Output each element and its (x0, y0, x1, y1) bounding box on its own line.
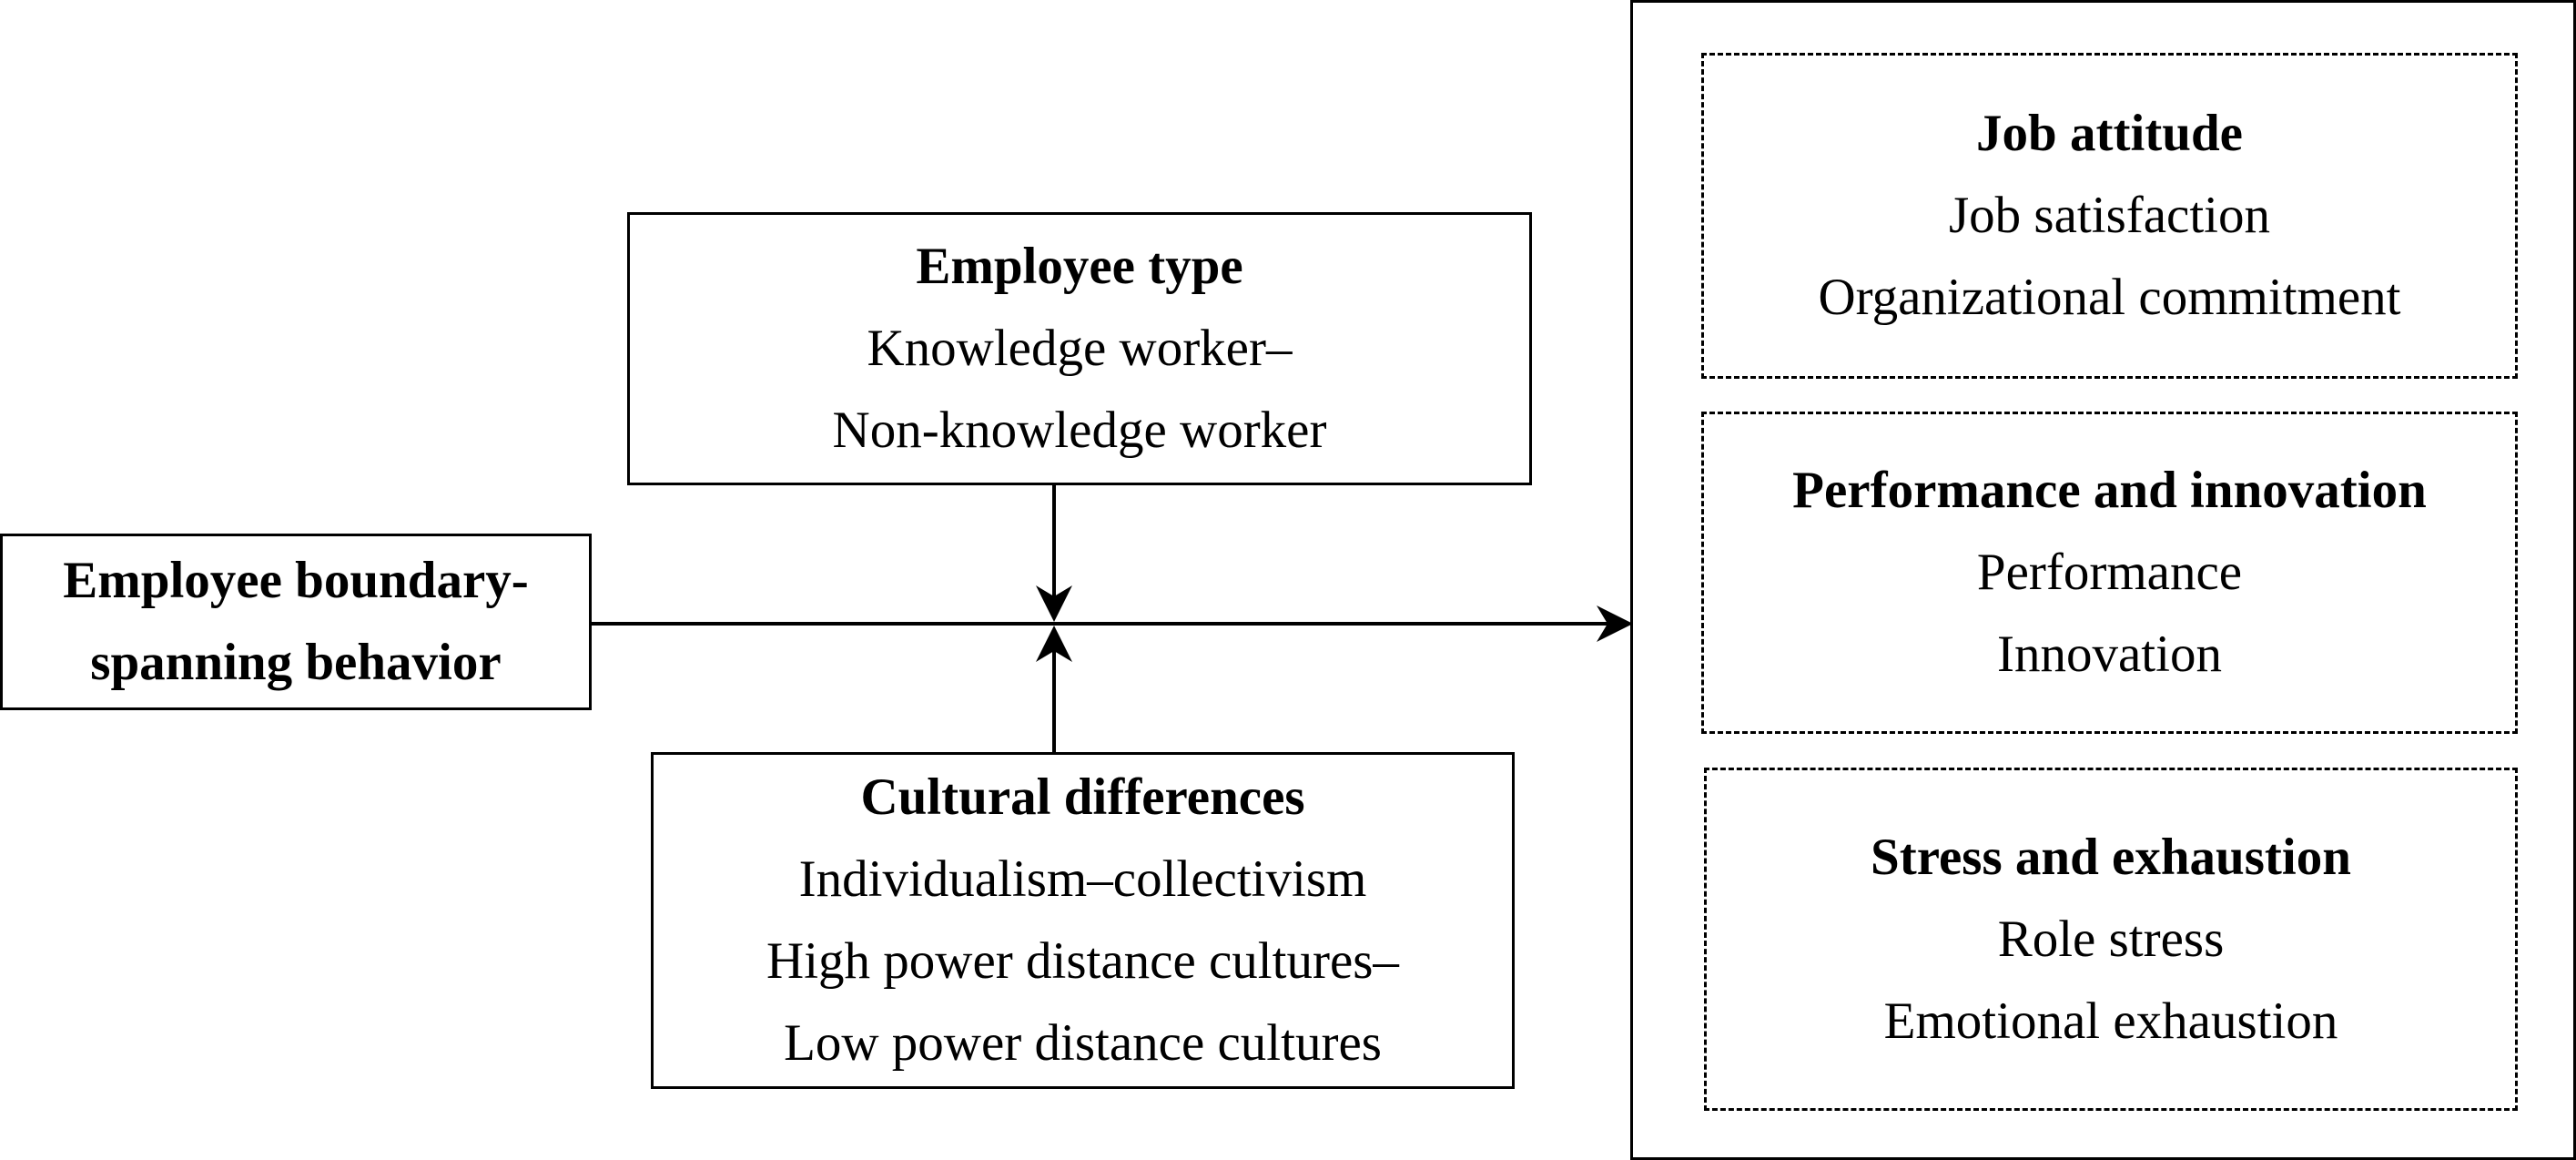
job-attitude-line: Organizational commitment (1818, 269, 2401, 326)
stress-exhaustion-box: Stress and exhaustion Role stress Emotio… (1704, 768, 2518, 1111)
employee-type-box: Employee type Knowledge worker– Non-know… (627, 212, 1532, 485)
employee-type-line: Knowledge worker– (867, 320, 1293, 377)
input-label-line1: Employee boundary- (63, 552, 529, 609)
stress-exhaustion-line: Emotional exhaustion (1883, 992, 2338, 1050)
job-attitude-line: Job satisfaction (1948, 187, 2271, 244)
job-attitude-title: Job attitude (1976, 105, 2243, 162)
cultural-differences-box: Cultural differences Individualism–colle… (651, 752, 1515, 1089)
performance-innovation-title: Performance and innovation (1792, 462, 2427, 519)
job-attitude-box: Job attitude Job satisfaction Organizati… (1701, 53, 2518, 379)
cultural-differences-title: Cultural differences (860, 768, 1305, 826)
cultural-differences-line: Individualism–collectivism (798, 850, 1367, 908)
cultural-differences-line: Low power distance cultures (784, 1014, 1382, 1072)
performance-innovation-line: Performance (1976, 544, 2243, 601)
employee-type-line: Non-knowledge worker (832, 402, 1327, 459)
stress-exhaustion-line: Role stress (1997, 910, 2225, 968)
boundary-spanning-behavior-box: Employee boundary- spanning behavior (0, 534, 592, 710)
cultural-differences-line: High power distance cultures– (766, 932, 1399, 990)
stress-exhaustion-title: Stress and exhaustion (1871, 828, 2351, 886)
performance-innovation-box: Performance and innovation Performance I… (1701, 412, 2518, 734)
input-label-line2: spanning behavior (90, 634, 502, 691)
employee-type-title: Employee type (916, 238, 1243, 295)
performance-innovation-line: Innovation (1997, 626, 2222, 683)
